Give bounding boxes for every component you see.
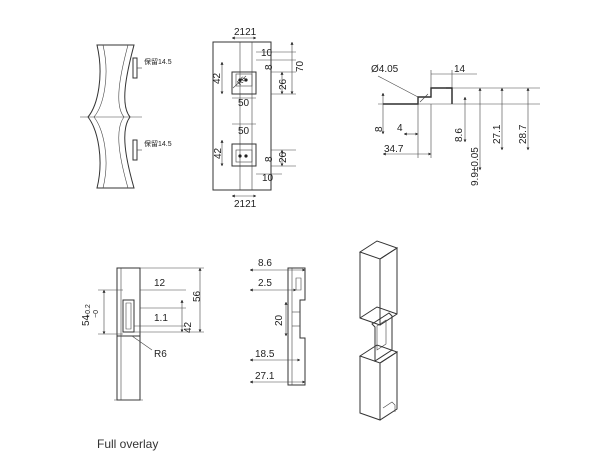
view-c-d14: 14 [454, 64, 466, 75]
view-e-d2-5: 2.5 [258, 278, 272, 289]
view-d-d42: 42 [183, 321, 194, 333]
view-c-d28-7: 28.7 [518, 124, 529, 144]
view-d-side-profile: 12 56 54 +0.2 −0 1.1 42 R6 [81, 267, 204, 401]
view-b-d8-bottom: 8 [264, 156, 275, 162]
view-b-d26-top: 26 [278, 78, 289, 90]
view-d-tol-sub: −0 [93, 310, 100, 318]
view-b-d50-bottom: 50 [238, 126, 250, 137]
caption: Full overlay [97, 437, 159, 451]
view-d-tol-sup: +0.2 [85, 304, 92, 318]
view-e-d8-6: 8.6 [258, 258, 272, 269]
view-b-d10-top: 10 [261, 48, 273, 59]
view-a-label-top: 保留14.5 [144, 57, 172, 66]
view-b-d10-bottom: 10 [262, 173, 274, 184]
view-b-d8-top: 8 [264, 64, 275, 70]
view-c-d34-7: 34.7 [384, 144, 404, 155]
view-e-d20: 20 [274, 314, 285, 326]
view-c-d8: 8 [374, 126, 385, 132]
view-e-d18-5: 18.5 [255, 349, 275, 360]
view-d-d1-1: 1.1 [154, 313, 168, 324]
view-d-tol-main: 54 [81, 314, 92, 326]
view-d-d12: 12 [154, 278, 166, 289]
view-e-stepped-profile: 8.6 2.5 20 18.5 27.1 [249, 258, 306, 386]
view-a-label-bottom: 保留14.5 [144, 139, 172, 148]
view-b-r6: R6 [236, 76, 247, 87]
view-c-d4: 4 [397, 123, 403, 134]
view-d-r6: R6 [154, 349, 167, 360]
view-b-top-pair: 2121 [234, 27, 257, 38]
view-f-isometric [358, 240, 399, 421]
view-c-d9-9: 9.9±0.05 [470, 147, 481, 186]
view-b-bottom-pair: 2121 [234, 199, 257, 210]
view-b-d42-top: 42 [212, 72, 223, 84]
view-b-d50-top: 50 [238, 98, 250, 109]
view-b-d70: 70 [295, 60, 306, 72]
view-c-d27-1: 27.1 [492, 124, 503, 144]
view-c-d8-6: 8.6 [454, 128, 465, 142]
view-d-d56: 56 [192, 290, 203, 302]
view-c-section-detail: Ø4.05 14 8 4 34.7 8.6 9.9±0.05 27.1 28.7 [371, 64, 540, 186]
view-b-d42-bottom: 42 [213, 147, 224, 159]
view-c-phi: Ø4.05 [371, 64, 399, 75]
view-b-hinge-board: 2121 10 8 42 26 70 R6 50 50 42 8 26 10 2… [212, 27, 306, 210]
view-e-d27-1: 27.1 [255, 371, 275, 382]
view-a-curved-profile: 保留14.5 保留14.5 [80, 44, 172, 189]
view-b-d26-bottom: 26 [278, 151, 289, 163]
